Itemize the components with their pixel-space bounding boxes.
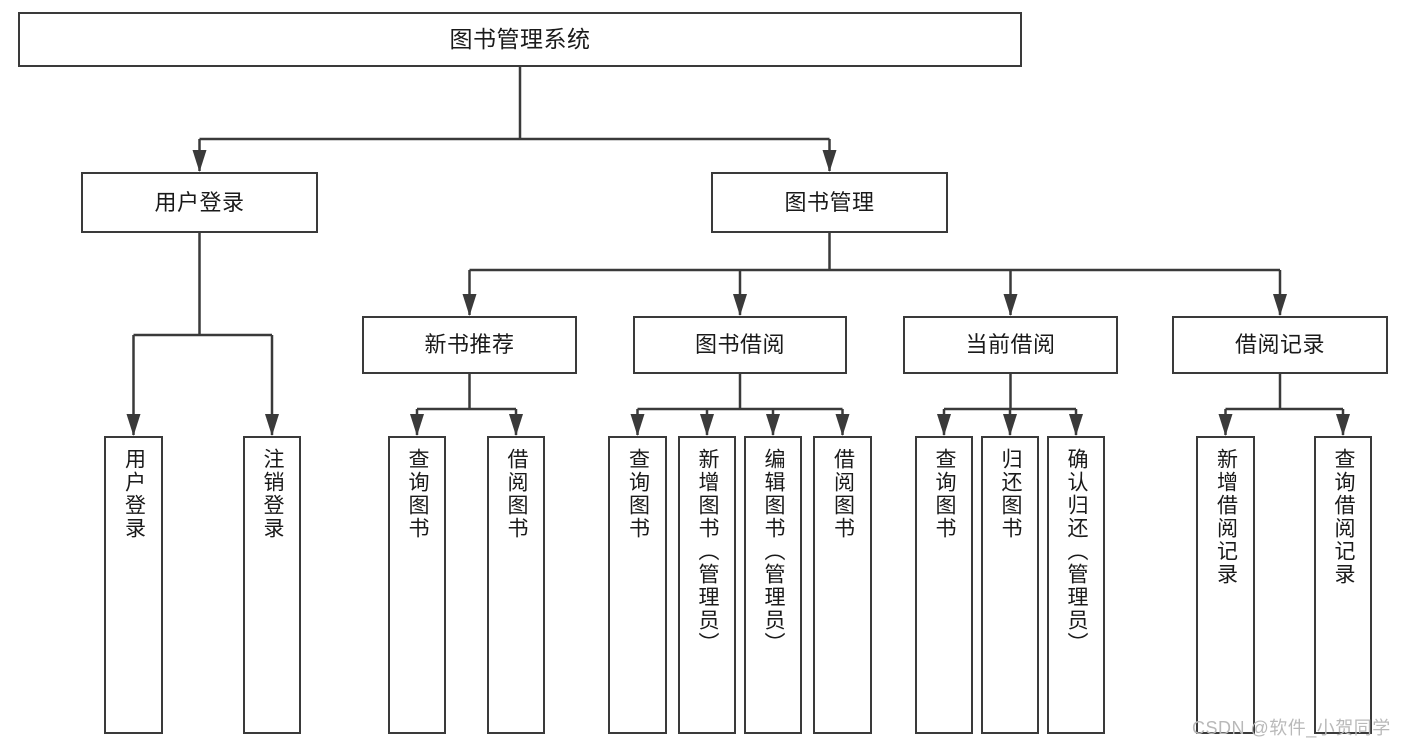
node-label-book_manage: 图书管理: [784, 189, 875, 215]
node-label-borrow_record: 借阅记录: [1234, 332, 1325, 358]
c-bm-split-arrow-new_book_rec: [462, 294, 477, 316]
node-label-root: 图书管理系统: [449, 25, 591, 52]
node-bb_add: 新增图书（管理员）: [678, 436, 736, 734]
node-user_login: 用户登录: [81, 172, 318, 233]
node-label-current_borrow: 当前借阅: [965, 332, 1056, 358]
node-br_query: 查询借阅记录: [1314, 436, 1372, 734]
watermark-text: CSDN @软件_小贺同学: [1192, 718, 1391, 738]
c-bm-split-arrow-borrow_record: [1273, 294, 1287, 316]
node-label-cb_return: 归还图书: [999, 448, 1023, 540]
c-bm-split-arrow-current_borrow: [1003, 294, 1018, 316]
node-bb_edit: 编辑图书（管理员）: [744, 436, 802, 734]
node-label-bb_edit: 编辑图书（管理员）: [762, 448, 786, 655]
node-label-cb_query: 查询图书: [933, 448, 957, 540]
c-cb-split-arrow-cb_return: [1003, 414, 1017, 436]
c-bm-split-arrow-book_borrow: [733, 294, 747, 316]
c-cb-split-arrow-cb_confirm: [1069, 414, 1083, 436]
node-bb_query: 查询图书: [608, 436, 667, 734]
node-new_book_rec: 新书推荐: [362, 316, 577, 374]
node-label-leaf_logout: 注销登录: [261, 448, 285, 540]
node-cb_query: 查询图书: [915, 436, 973, 734]
node-current_borrow: 当前借阅: [903, 316, 1118, 374]
node-label-br_add: 新增借阅记录: [1214, 448, 1238, 586]
node-label-user_login: 用户登录: [154, 189, 245, 215]
c-br-split-arrow-br_query: [1336, 414, 1350, 436]
node-cb_return: 归还图书: [981, 436, 1039, 734]
c-cb-split-arrow-cb_query: [937, 414, 951, 436]
node-nb_borrow: 借阅图书: [487, 436, 545, 734]
node-br_add: 新增借阅记录: [1196, 436, 1255, 734]
node-book_borrow: 图书借阅: [633, 316, 847, 374]
node-label-br_query: 查询借阅记录: [1332, 448, 1356, 586]
node-leaf_logout: 注销登录: [243, 436, 301, 734]
c-br-split-arrow-br_add: [1218, 414, 1233, 436]
node-root: 图书管理系统: [18, 12, 1022, 67]
node-book_manage: 图书管理: [711, 172, 948, 233]
c-bb-split-arrow-bb_query: [630, 414, 645, 436]
node-label-bb_query: 查询图书: [626, 448, 650, 540]
node-label-bb_add: 新增图书（管理员）: [696, 448, 720, 655]
connector-group: [126, 67, 1350, 436]
c-root-split-arrow-user_login: [192, 150, 207, 172]
node-label-nb_borrow: 借阅图书: [505, 448, 529, 540]
node-label-nb_query: 查询图书: [406, 448, 430, 540]
c-bb-split-arrow-bb_borrow: [835, 414, 850, 436]
c-bb-split-arrow-bb_edit: [766, 414, 780, 436]
c-nb-split-arrow-nb_query: [410, 414, 424, 436]
node-label-leaf_login: 用户登录: [122, 448, 146, 540]
node-borrow_record: 借阅记录: [1172, 316, 1388, 374]
node-label-cb_confirm: 确认归还（管理员）: [1065, 448, 1089, 655]
c-ul-split-arrow-leaf_login: [126, 414, 141, 436]
node-bb_borrow: 借阅图书: [813, 436, 872, 734]
node-label-bb_borrow: 借阅图书: [831, 448, 855, 540]
node-cb_confirm: 确认归还（管理员）: [1047, 436, 1105, 734]
c-root-split-arrow-book_manage: [822, 150, 837, 172]
node-leaf_login: 用户登录: [104, 436, 163, 734]
node-nb_query: 查询图书: [388, 436, 446, 734]
c-ul-split-arrow-leaf_logout: [265, 414, 279, 436]
c-nb-split-arrow-nb_borrow: [509, 414, 523, 436]
c-bb-split-arrow-bb_add: [700, 414, 714, 436]
node-label-book_borrow: 图书借阅: [694, 332, 785, 358]
node-label-new_book_rec: 新书推荐: [424, 332, 515, 358]
